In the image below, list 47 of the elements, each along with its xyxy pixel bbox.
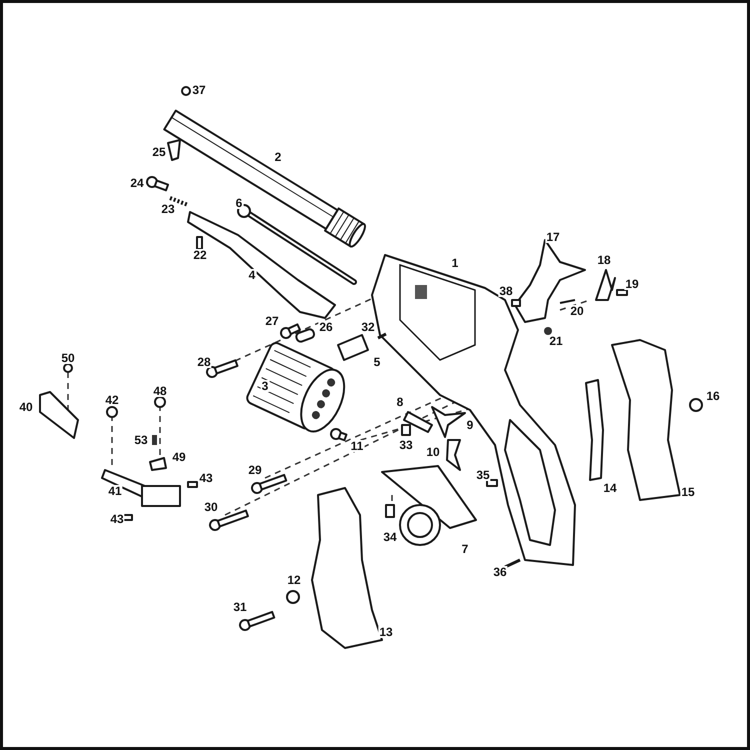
callout-number: 5: [372, 356, 382, 368]
callout-number: 9: [466, 419, 474, 431]
callout-number: 32: [360, 321, 376, 333]
callout-number: 20: [569, 305, 585, 317]
callout-number: 41: [107, 485, 123, 497]
callout-number: 34: [382, 531, 398, 543]
callout-number: 40: [18, 401, 34, 413]
callout-number: 23: [160, 203, 176, 215]
callout-number: 31: [232, 601, 248, 613]
callout-number: 17: [545, 231, 561, 243]
callout-number: 38: [498, 285, 514, 297]
callout-number: 14: [602, 482, 618, 494]
callout-number: 36: [492, 566, 508, 578]
callout-number: 25: [151, 146, 167, 158]
callout-number: 19: [624, 278, 640, 290]
callout-number: 33: [398, 439, 414, 451]
callout-number: 49: [171, 451, 187, 463]
callout-number: 21: [548, 335, 564, 347]
callout-number: 43: [109, 513, 125, 525]
callout-number: 35: [475, 469, 491, 481]
callout-number: 1: [450, 257, 460, 269]
callout-number: 12: [286, 574, 302, 586]
callout-number: 43: [198, 472, 214, 484]
callout-number: 4: [248, 269, 256, 281]
callout-number: 37: [191, 84, 207, 96]
callout-number: 24: [129, 177, 145, 189]
callout-number: 48: [152, 385, 168, 397]
callout-number: 11: [350, 440, 364, 452]
callout-number: 6: [234, 197, 244, 209]
callout-number: 30: [203, 501, 219, 513]
callout-number: 26: [318, 321, 334, 333]
callout-number: 18: [596, 254, 612, 266]
callout-number: 42: [104, 394, 120, 406]
callout-number: 7: [460, 543, 470, 555]
callout-number: 15: [680, 486, 696, 498]
callout-number: 13: [378, 626, 394, 638]
callout-number: 27: [264, 315, 280, 327]
callout-number: 8: [396, 396, 404, 408]
callout-number: 22: [192, 249, 208, 261]
callout-number: 16: [705, 390, 721, 402]
callout-number: 2: [274, 151, 282, 163]
callout-number: 28: [196, 356, 212, 368]
callout-number: 3: [260, 380, 270, 392]
callout-number: 10: [425, 446, 441, 458]
callout-number: 50: [60, 352, 76, 364]
callout-number: 53: [133, 434, 149, 446]
callout-number: 29: [247, 464, 263, 476]
